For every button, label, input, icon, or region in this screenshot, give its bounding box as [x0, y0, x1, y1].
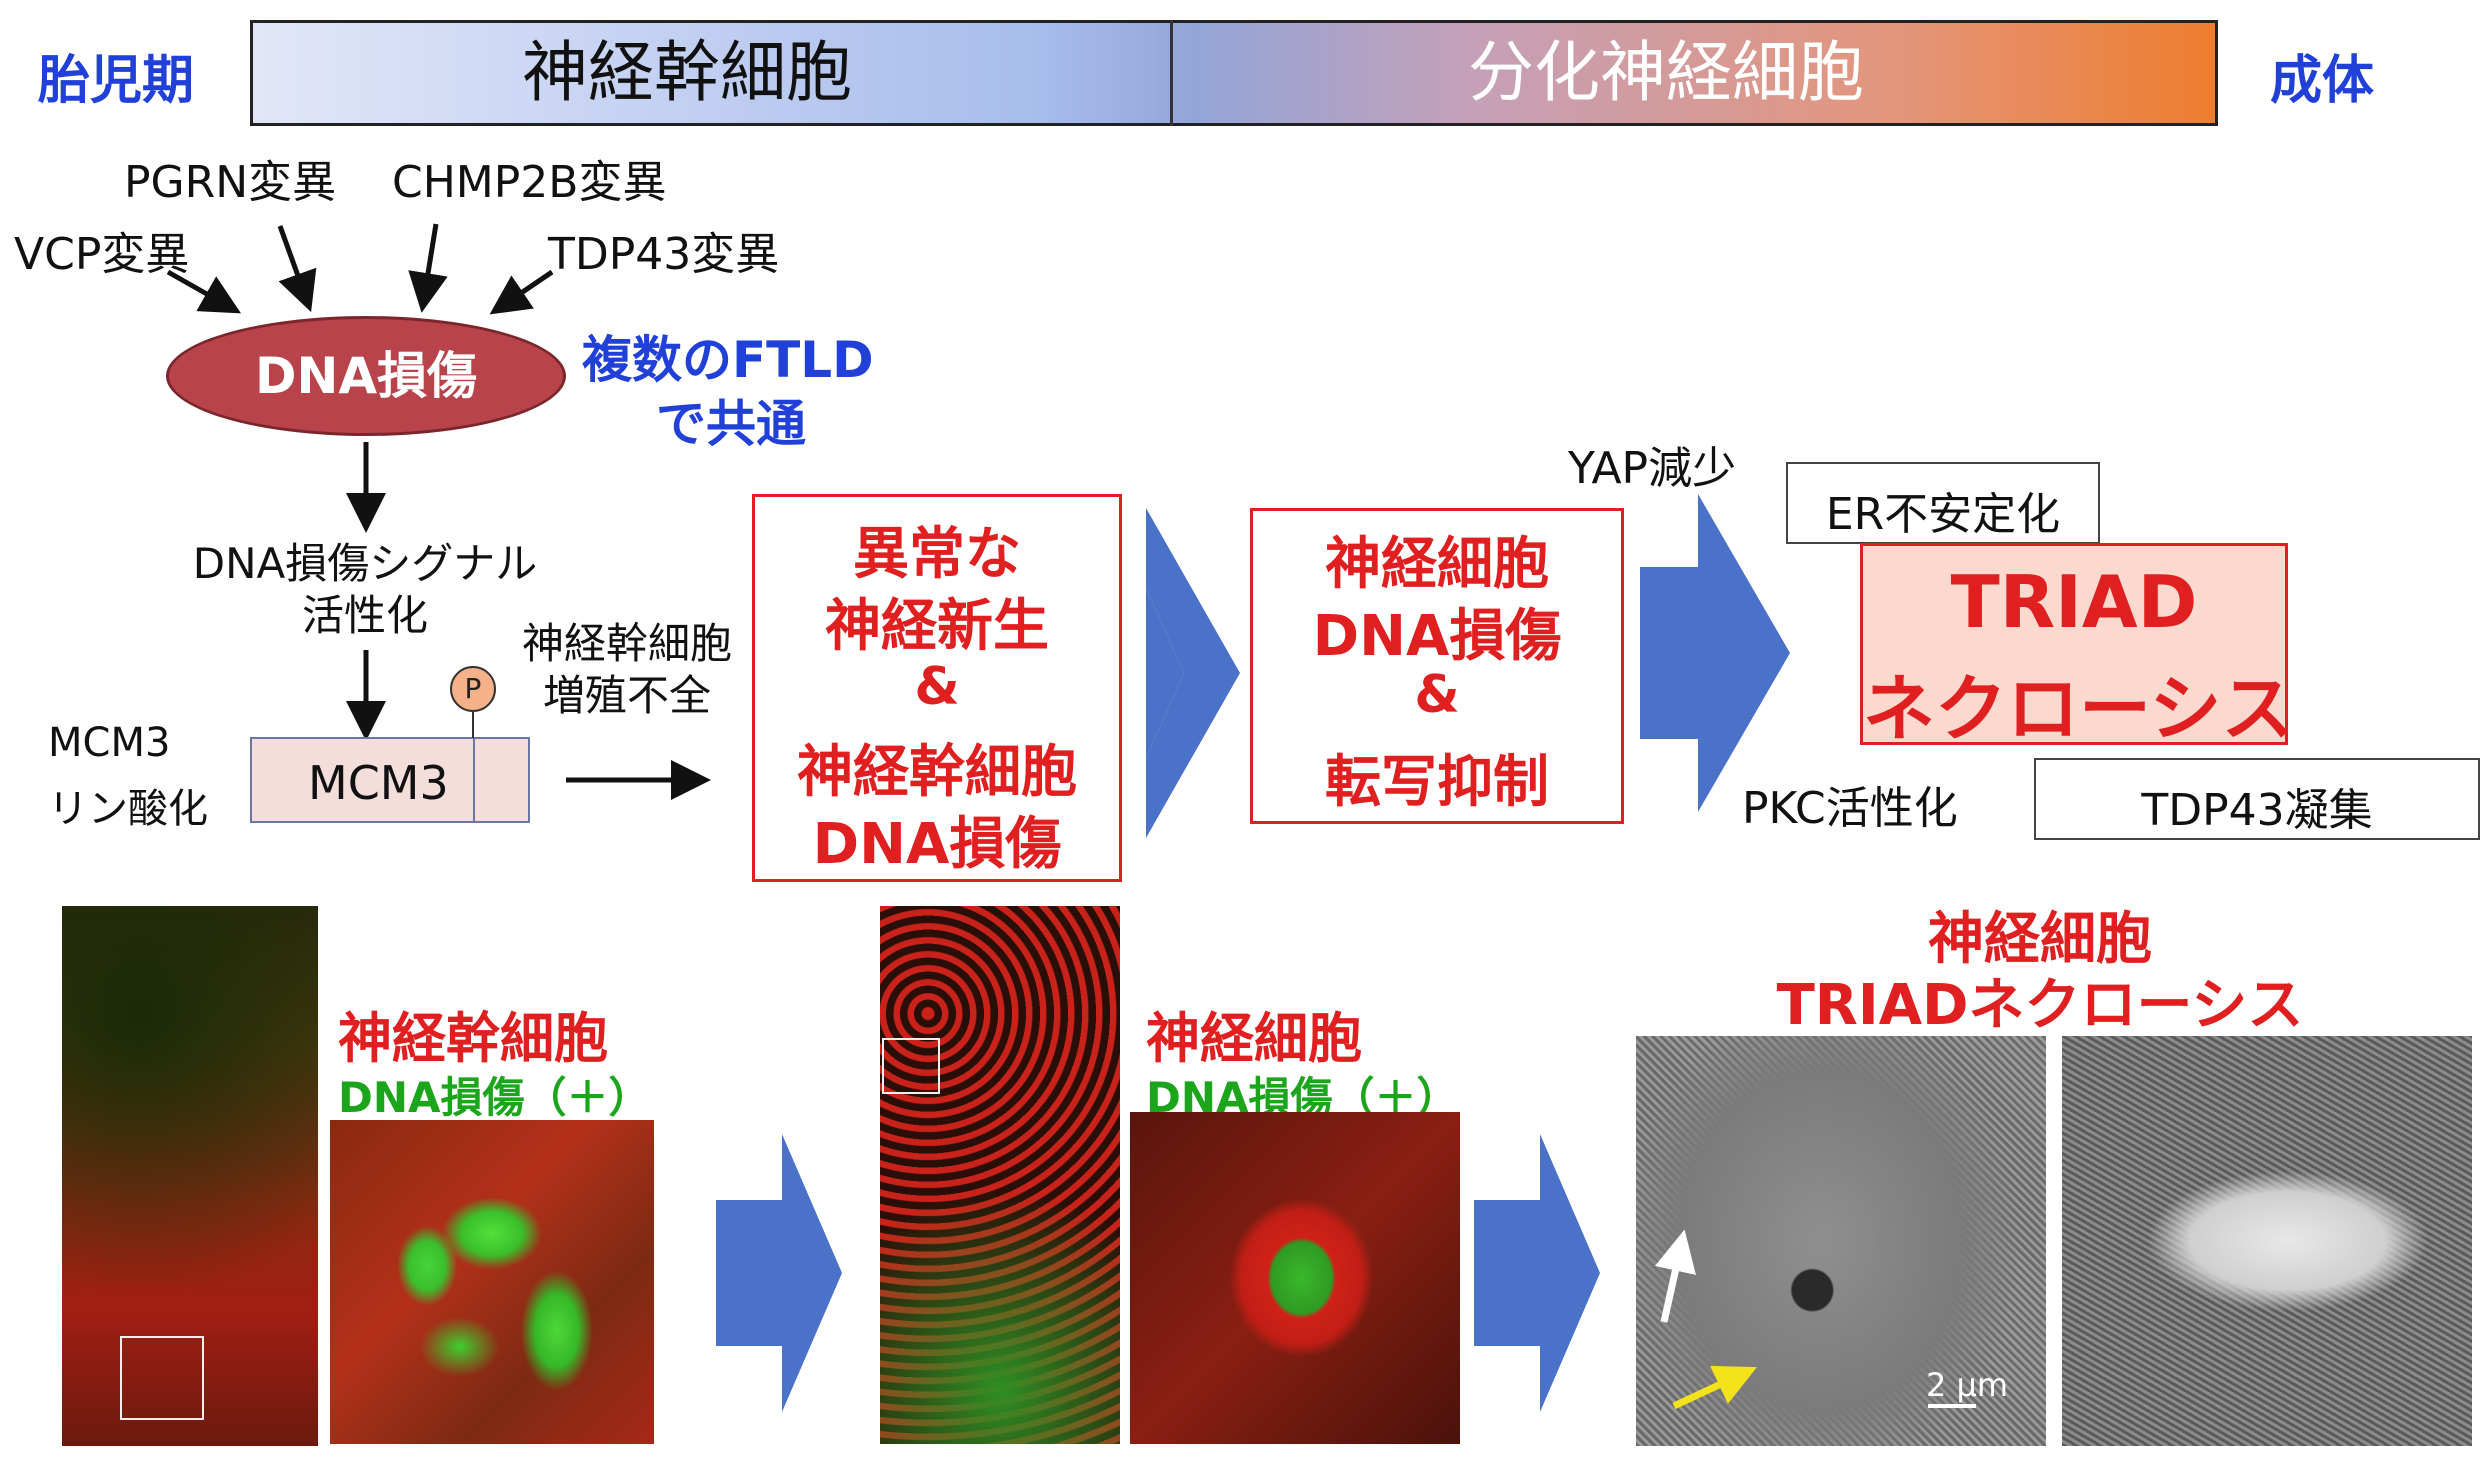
box2-line2: DNA損傷 — [1312, 604, 1562, 669]
mcm3-phospho-label-line2: リン酸化 — [48, 786, 208, 832]
dna-damage-signal-line1: DNA損傷シグナル — [192, 539, 538, 588]
pgrn-arrow — [277, 225, 317, 313]
stem-cell-tissue-micrograph — [62, 906, 318, 1446]
stem-cell-micro-title: 神経幹細胞 — [338, 1007, 608, 1070]
yellow-arrow — [1672, 1365, 1758, 1410]
phosphate-circle: P — [450, 666, 496, 712]
development-timeline-bar — [250, 20, 2218, 126]
mcm3-box — [250, 737, 530, 823]
dna-damage-node: DNA損傷 — [166, 316, 566, 436]
stem-cell-micro-subtitle: DNA損傷（＋） — [338, 1073, 651, 1122]
neuron-tissue-micrograph — [880, 906, 1120, 1444]
common-ftld-line2: で共通 — [656, 395, 806, 453]
tdp43-aggregation-label: TDP43凝集 — [2141, 785, 2373, 836]
tdp43-aggregation-box: TDP43凝集 — [2034, 758, 2480, 840]
tdp43-mutation-label: TDP43変異 — [548, 229, 780, 280]
common-ftld-line1: 複数のFTLD — [582, 331, 874, 389]
box1-line2: 神経新生 — [825, 594, 1049, 659]
er-destabilization-label: ER不安定化 — [1825, 489, 2061, 540]
box2-line3: & — [1414, 665, 1460, 725]
em-arrows — [1654, 1229, 1976, 1410]
timeline-divider — [1170, 20, 1173, 126]
stem-cell-zoom-micrograph — [330, 1120, 654, 1444]
flow-arrow-1 — [1146, 508, 1240, 838]
chmp2b-arrow — [408, 223, 448, 313]
abnormal-neurogenesis-box: 異常な 神経新生 & 神経幹細胞 DNA損傷 — [752, 494, 1122, 882]
triad-box-line2: ネクローシス — [1863, 667, 2294, 751]
er-destabilization-box: ER不安定化 — [1786, 462, 2100, 544]
mcm3-box-divider — [473, 737, 475, 823]
flow-arrow-2 — [1640, 494, 1790, 812]
adult-label: 成体 — [2270, 51, 2375, 111]
chmp2b-mutation-label: CHMP2B変異 — [392, 157, 667, 208]
stem-cell-note-line2: 増殖不全 — [542, 671, 711, 720]
neuron-micro-title: 神経細胞 — [1146, 1007, 1362, 1070]
mcm3-box-label: MCM3 — [308, 756, 449, 810]
phosphate-stem — [472, 712, 474, 738]
triad-electron-micrograph-2 — [2062, 1036, 2472, 1446]
triad-necrosis-box: TRIAD ネクローシス — [1860, 543, 2294, 751]
fetal-label: 胎児期 — [38, 51, 195, 111]
triad-box-line1: TRIAD — [1950, 560, 2198, 644]
dna-damage-signal-line2: 活性化 — [301, 591, 428, 640]
flow-arrow-4 — [1474, 1134, 1600, 1412]
vcp-mutation-label: VCP変異 — [14, 229, 190, 280]
triad-electron-micrograph-1: 2 μm — [1636, 1036, 2046, 1446]
zoom-region-marker — [120, 1336, 204, 1420]
mcm3-phospho-label-line1: MCM3 — [48, 720, 171, 766]
mutation-arrows — [166, 223, 554, 315]
vcp-arrow — [166, 269, 242, 314]
pkc-activation-label: PKC活性化 — [1742, 783, 1958, 834]
stem-cell-note-line1: 神経幹細胞 — [521, 619, 732, 668]
triad-micro-title-line2: TRIADネクローシス — [1776, 973, 2304, 1038]
box2-line1: 神経細胞 — [1325, 532, 1549, 597]
triad-micro-title-line1: 神経細胞 — [1928, 907, 2152, 972]
box1-line3: & — [914, 657, 960, 717]
neuron-zoom-micrograph — [1130, 1112, 1460, 1444]
timeline-stage-stem-cell: 神経幹細胞 — [522, 34, 852, 111]
yap-decrease-label: YAP減少 — [1568, 443, 1737, 494]
pgrn-mutation-label: PGRN変異 — [124, 157, 337, 208]
box1-line1: 異常な — [853, 522, 1021, 587]
box2-line4: 転写抑制 — [1325, 750, 1549, 815]
white-arrow — [1654, 1229, 1696, 1323]
neuron-dna-damage-box: 神経細胞 DNA損傷 & 転写抑制 — [1250, 508, 1624, 824]
left-column-arrows — [346, 442, 711, 800]
box1-line4: 神経幹細胞 — [797, 740, 1077, 805]
scale-bar-label: 2 μm — [1926, 1366, 2009, 1404]
tdp43-arrow — [489, 269, 554, 315]
box1-line5: DNA損傷 — [812, 812, 1062, 877]
flow-arrow-3 — [716, 1134, 842, 1412]
timeline-stage-differentiated-neuron: 分化神経細胞 — [1468, 34, 1864, 111]
zoom-region-marker — [882, 1038, 940, 1094]
